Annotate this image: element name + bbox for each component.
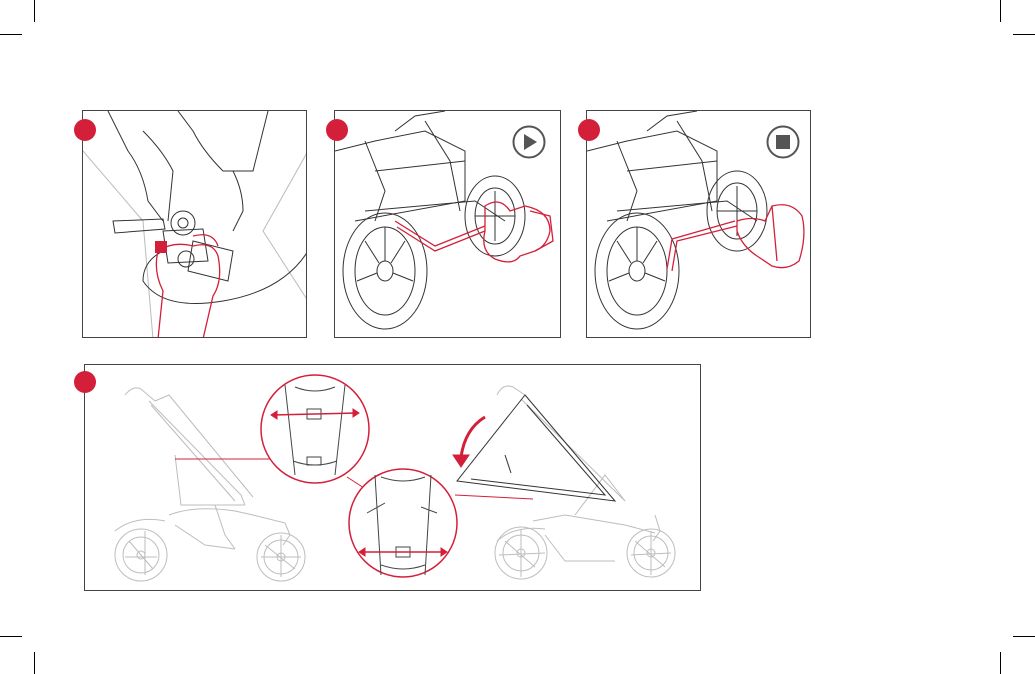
crop-mark-br-h [1013,636,1035,637]
crop-mark-bl-v [34,652,35,674]
reclined-seat-back [457,395,615,501]
zoom-detail-top [261,375,369,483]
crop-mark-tl-v [34,0,35,22]
step-1-marker [74,119,96,141]
step-4-panel [84,364,701,591]
recline-seat-illustration [85,365,701,591]
play-icon [512,125,546,159]
step-3-marker [578,119,600,141]
zoom-detail-bottom [349,469,457,577]
crop-mark-bl-h [0,636,22,637]
step-4-marker [74,371,96,393]
stroller-reclined [495,386,675,579]
recline-arrow [461,417,485,457]
crop-mark-tl-h [0,34,22,35]
step-2-marker [326,119,348,141]
crop-mark-br-v [1000,652,1001,674]
crop-mark-tr-h [1013,34,1035,35]
step-1-panel [82,110,307,338]
hand-buckle-illustration [83,111,307,338]
stop-icon [766,125,800,159]
crop-mark-tr-v [1000,0,1001,22]
